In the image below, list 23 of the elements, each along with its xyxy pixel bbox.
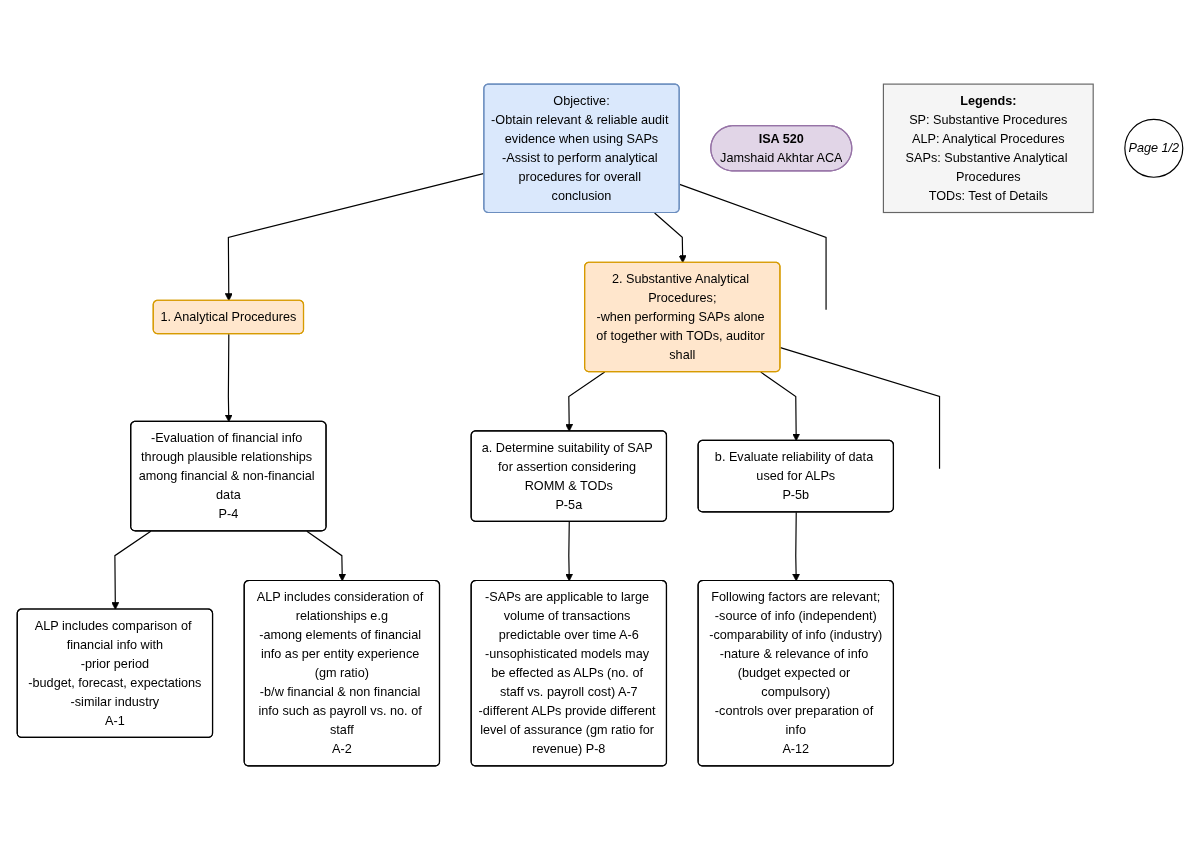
section-box: 1. Analytical Procedures xyxy=(152,299,305,335)
process-box: Following factors are relevant; -source of info (independent) -comparability of info (industry) -nature & relevance of info (budget expected or compulsory) -controls over preparation of info A-12 xyxy=(697,579,894,767)
title-ellipse: ISA 520 Jamshaid Akhtar ACA xyxy=(710,125,853,172)
connector-line xyxy=(679,183,827,311)
arrow xyxy=(565,521,574,582)
process-box: b. Evaluate reliability of data used for ALPs P-5b xyxy=(697,439,894,513)
process-box: ALP includes consideration of relationships e.g -among elements of financial info as per entity experience (gm ratio) -b/w financial & non financial info such as payroll vs. no. of staff A-2 xyxy=(243,579,441,767)
arrow xyxy=(792,511,801,582)
section-box: 2. Substantive Analytical Procedures; -when performing SAPs alone of together with TODs, auditor shall xyxy=(584,261,781,373)
arrow xyxy=(565,371,606,432)
process-box: -Evaluation of financial info through plausible relationships among financial & non-financial data P-4 xyxy=(130,420,327,532)
arrow xyxy=(306,530,347,582)
arrow xyxy=(760,371,801,442)
connector-line xyxy=(779,347,941,470)
arrow xyxy=(224,333,233,423)
process-box: -SAPs are applicable to large volume of transactions predictable over time A-6 -unsophisticated models may be effected as ALPs (no. of staff vs. payroll cost) A-7 -different ALPs provide different level of assurance (gm ratio for revenue) P-8 xyxy=(470,579,668,767)
objective-box: Objective: -Obtain relevant & reliable audit evidence when using SAPs -Assist to perform analytical procedures for overall conclusion xyxy=(483,83,680,214)
process-box: ALP includes comparison of financial info with -prior period -budget, forecast, expectations -similar industry A-1 xyxy=(16,608,214,738)
legend-note: Legends: SP: Substantive Procedures ALP: Analytical Procedures SAPs: Substantive Analytical Procedures TODs: Test of Details xyxy=(882,83,1094,214)
arrow xyxy=(111,530,152,610)
arrow xyxy=(654,212,687,264)
process-box: a. Determine suitability of SAP for assertion considering ROMM & TODs P-5a xyxy=(470,430,668,522)
page-circle: Page 1/2 xyxy=(1124,118,1184,178)
